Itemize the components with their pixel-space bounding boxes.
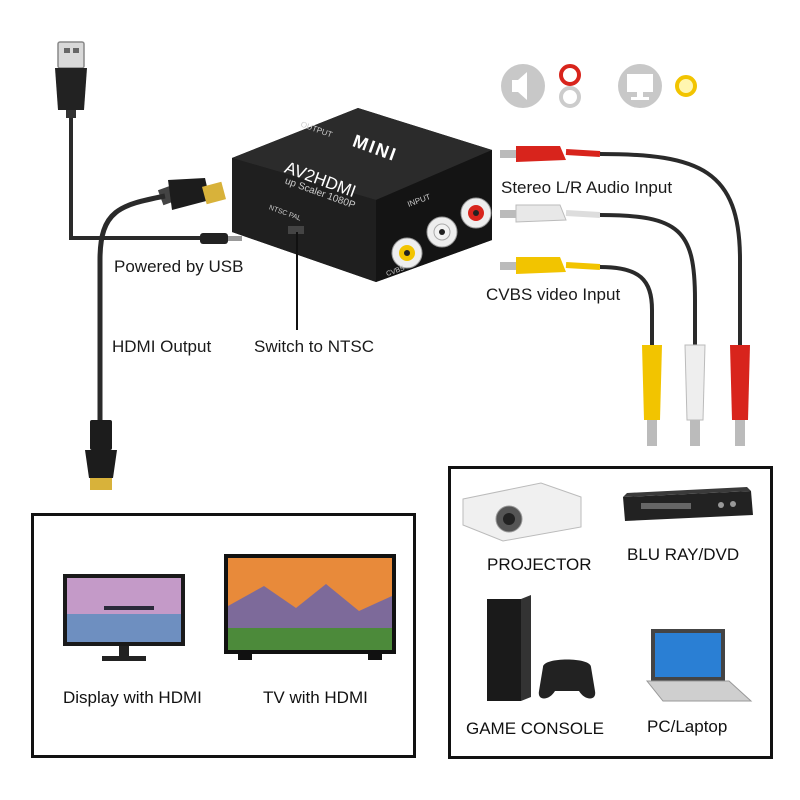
source-devices-panel: PROJECTOR BLU RAY/DVD GAME CONSOLE PC/La… [448, 466, 773, 759]
video-jack-icon [675, 75, 697, 97]
output-devices-art [63, 554, 396, 661]
stereo-audio-label: Stereo L/R Audio Input [501, 178, 673, 197]
output-item-tv-label: TV with HDMI [263, 688, 368, 707]
game-console-icon [487, 595, 596, 701]
source-item-console-label: GAME CONSOLE [466, 719, 604, 738]
output-devices-panel: Display with HDMI TV with HDMI [31, 513, 416, 758]
source-item-laptop-label: PC/Laptop [647, 717, 728, 736]
speaker-icon [501, 64, 545, 108]
display-icon [618, 64, 662, 108]
projector-icon [462, 482, 582, 542]
bluray-player-icon [623, 487, 753, 521]
rca-red-cable [500, 146, 750, 446]
output-item-display-label: Display with HDMI [63, 688, 202, 707]
cvbs-video-label: CVBS video Input [486, 285, 621, 304]
audio-jack-icon [559, 64, 581, 108]
source-item-projector-label: PROJECTOR [487, 555, 592, 574]
hdmi-output-label: HDMI Output [112, 337, 212, 356]
rca-white-cable [500, 204, 706, 446]
powered-by-usb-label: Powered by USB [114, 257, 244, 276]
rca-yellow-cable [500, 257, 662, 446]
usb-cable [55, 41, 242, 244]
source-item-bluray-label: BLU RAY/DVD [627, 545, 740, 564]
hdmi-cable [85, 178, 226, 490]
tv-icon [224, 554, 396, 660]
laptop-icon [645, 629, 753, 702]
monitor-icon [63, 574, 185, 661]
switch-to-ntsc-label: Switch to NTSC [254, 337, 374, 356]
source-devices-art [462, 482, 753, 702]
av2hdmi-device [232, 108, 492, 282]
